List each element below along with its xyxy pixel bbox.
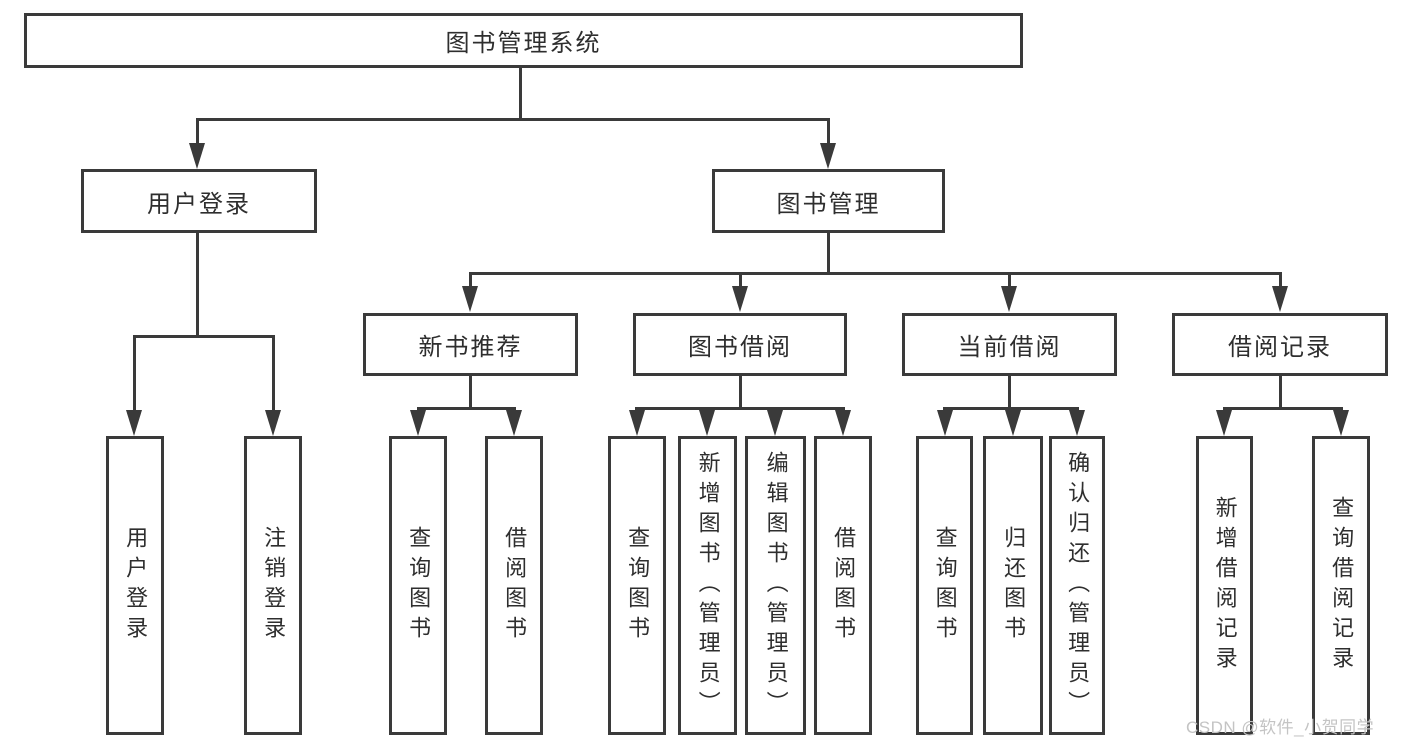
leaf-records-query-record: 查询借阅记录 [1312,436,1370,735]
arrow-down-icon [699,410,715,436]
connector-newbook-stem [469,376,472,407]
leaf-newbook-borrow-books-label: 借阅图书 [502,525,528,646]
node-book-borrowing: 图书借阅 [633,313,847,376]
leaf-borrow-borrow-books: 借阅图书 [814,436,872,735]
arrow-down-icon [189,143,205,169]
connector-borrow-rail [635,407,845,410]
leaf-borrow-borrow-books-label: 借阅图书 [831,525,857,646]
leaf-borrow-add-books-admin: 新增图书（管理员） [678,436,737,735]
connector-newbook-drop [469,272,472,287]
arrow-down-icon [1001,286,1017,312]
leaf-logout: 注销登录 [244,436,302,735]
arrow-down-icon [462,286,478,312]
connector-mgmt-stem [827,233,830,272]
leaf-user-login-label: 用户登录 [123,525,149,646]
leaf-borrow-query-books: 查询图书 [608,436,666,735]
node-book-borrowing-label: 图书借阅 [688,334,792,361]
arrow-down-icon [126,410,142,436]
leaf-borrow-add-books-admin-label: 新增图书（管理员） [695,450,721,721]
node-borrow-records: 借阅记录 [1172,313,1388,376]
connector-root-stem [519,68,522,118]
node-root: 图书管理系统 [24,13,1023,68]
leaf-borrow-edit-books-admin: 编辑图书（管理员） [745,436,806,735]
leaf-newbook-query-books-label: 查询图书 [406,525,432,646]
arrow-down-icon [629,410,645,436]
leaf-current-query-books-label: 查询图书 [932,525,958,646]
leaf-newbook-borrow-books: 借阅图书 [485,436,543,735]
arrow-down-icon [937,410,953,436]
leaf-newbook-query-books: 查询图书 [389,436,447,735]
node-new-book-recommend: 新书推荐 [363,313,578,376]
leaf-current-confirm-return-admin-label: 确认归还（管理员） [1065,450,1091,721]
leaf-logout-label: 注销登录 [261,525,287,646]
leaf-current-query-books: 查询图书 [916,436,973,735]
node-current-borrowing: 当前借阅 [902,313,1117,376]
node-user-login: 用户登录 [81,169,317,233]
connector-login-rail [133,335,275,338]
arrow-down-icon [506,410,522,436]
connector-records-drop [1279,272,1282,287]
connector-root-rail [196,118,830,121]
arrow-down-icon [820,143,836,169]
leaf-borrow-edit-books-admin-label: 编辑图书（管理员） [763,450,789,721]
node-book-management: 图书管理 [712,169,945,233]
connector-current-stem [1008,376,1011,407]
leaf-records-query-record-label: 查询借阅记录 [1329,495,1355,676]
arrow-down-icon [1216,410,1232,436]
csdn-watermark: CSDN @软件_小贺同学 [1186,718,1375,737]
connector-login-leaf2-drop [272,335,275,412]
leaf-current-return-books: 归还图书 [983,436,1043,735]
connector-mgmt-drop [827,118,830,145]
leaf-records-add-record: 新增借阅记录 [1196,436,1253,735]
node-book-management-label: 图书管理 [776,190,881,218]
connector-mgmt-rail [469,272,1282,275]
connector-login-drop [196,118,199,145]
connector-login-stem [196,233,199,335]
arrow-down-icon [1333,410,1349,436]
node-root-label: 图书管理系统 [445,30,602,57]
arrow-down-icon [1005,410,1021,436]
arrow-down-icon [265,410,281,436]
node-user-login-label: 用户登录 [147,190,251,218]
connector-login-leaf1-drop [133,335,136,412]
connector-borrow-stem [739,376,742,407]
leaf-records-add-record-label: 新增借阅记录 [1212,495,1238,676]
node-new-book-recommend-label: 新书推荐 [418,334,523,361]
node-current-borrowing-label: 当前借阅 [957,334,1062,361]
arrow-down-icon [835,410,851,436]
leaf-user-login: 用户登录 [106,436,164,735]
connector-records-stem [1279,376,1282,407]
connector-current-rail [943,407,1079,410]
connector-borrow-drop [739,272,742,287]
arrow-down-icon [767,410,783,436]
connector-records-rail [1223,407,1343,410]
leaf-current-confirm-return-admin: 确认归还（管理员） [1049,436,1105,735]
leaf-borrow-query-books-label: 查询图书 [625,525,651,646]
connector-newbook-rail [417,407,516,410]
arrow-down-icon [732,286,748,312]
connector-current-drop [1008,272,1011,287]
arrow-down-icon [1069,410,1085,436]
arrow-down-icon [410,410,426,436]
leaf-current-return-books-label: 归还图书 [1001,525,1027,646]
node-borrow-records-label: 借阅记录 [1228,334,1332,361]
arrow-down-icon [1272,286,1288,312]
